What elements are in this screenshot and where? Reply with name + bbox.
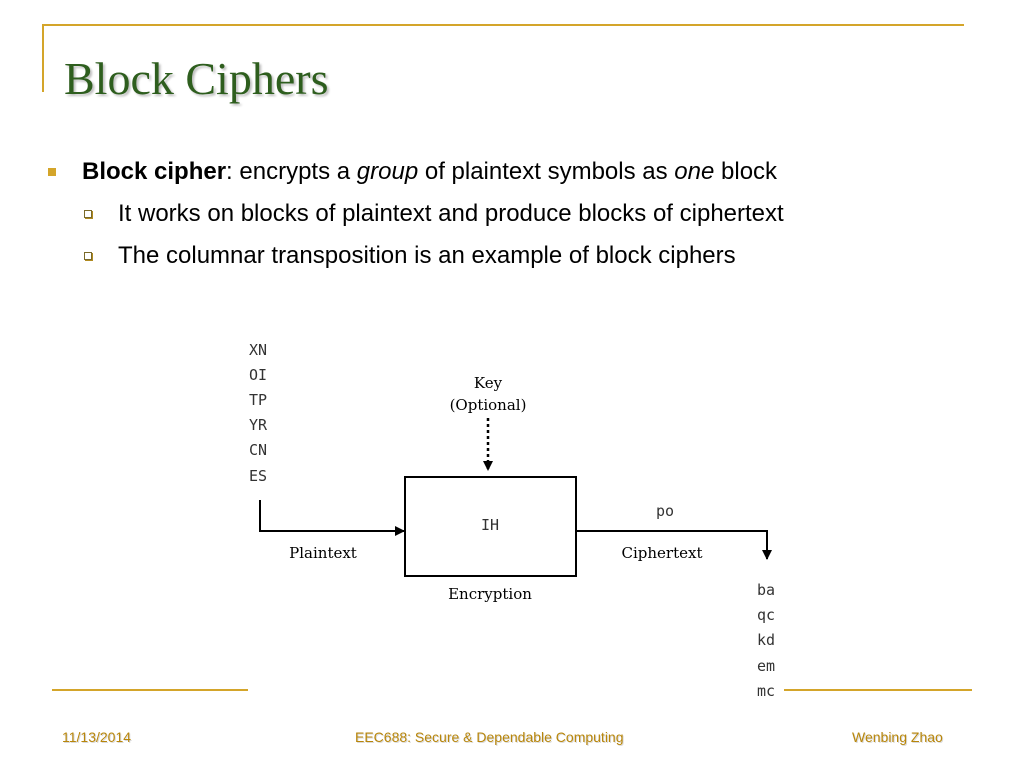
key-optional-label: (Optional)	[450, 396, 527, 414]
sub-bullet-text: The columnar transposition is an example…	[118, 242, 736, 269]
footer-course: EEC688: Secure & Dependable Computing	[355, 729, 624, 745]
bullet-term: Block cipher	[82, 158, 227, 185]
plaintext-block: OI	[249, 366, 267, 384]
top-frame-line	[42, 24, 964, 26]
output-in-transit: po	[656, 502, 674, 520]
plaintext-block: XN	[249, 341, 267, 359]
plaintext-label: Plaintext	[289, 544, 357, 562]
hollow-square-bullet-icon	[84, 210, 92, 218]
encryption-box-content: IH	[481, 516, 499, 534]
footer-author: Wenbing Zhao	[852, 729, 943, 745]
main-bullet-text: Block cipher: encrypts a group of plaint…	[82, 158, 777, 186]
plaintext-block: TP	[249, 391, 267, 409]
hollow-square-bullet-icon	[84, 252, 92, 260]
slide-title: Block Ciphers	[64, 53, 329, 104]
footer-date: 11/13/2014	[62, 729, 132, 745]
encryption-box	[404, 476, 577, 577]
ciphertext-block: em	[757, 657, 775, 675]
plaintext-block: ES	[249, 467, 267, 485]
bullet-text-2: of plaintext symbols as	[418, 158, 675, 185]
key-label: Key	[474, 374, 503, 392]
bullet-text-3: block	[714, 158, 778, 185]
ciphertext-block: mc	[757, 682, 775, 700]
left-frame-line	[42, 24, 44, 92]
ciphertext-block: qc	[757, 606, 775, 624]
encryption-label: Encryption	[448, 585, 532, 603]
plaintext-block: YR	[249, 416, 268, 434]
bullet-emphasis-1: group	[356, 158, 419, 185]
plaintext-arrow	[259, 500, 405, 536]
ciphertext-block: ba	[757, 581, 775, 599]
bullet-text-1: : encrypts a	[226, 158, 357, 185]
ciphertext-arrow	[576, 530, 772, 560]
sub-bullet-text: It works on blocks of plaintext and prod…	[118, 200, 784, 227]
ciphertext-block: kd	[757, 631, 775, 649]
plaintext-block: CN	[249, 441, 267, 459]
square-bullet-icon	[48, 168, 56, 176]
ciphertext-label: Ciphertext	[622, 544, 703, 562]
bullet-emphasis-2: one	[674, 158, 715, 185]
footer-line-left	[52, 689, 248, 691]
footer-line-right	[784, 689, 972, 691]
